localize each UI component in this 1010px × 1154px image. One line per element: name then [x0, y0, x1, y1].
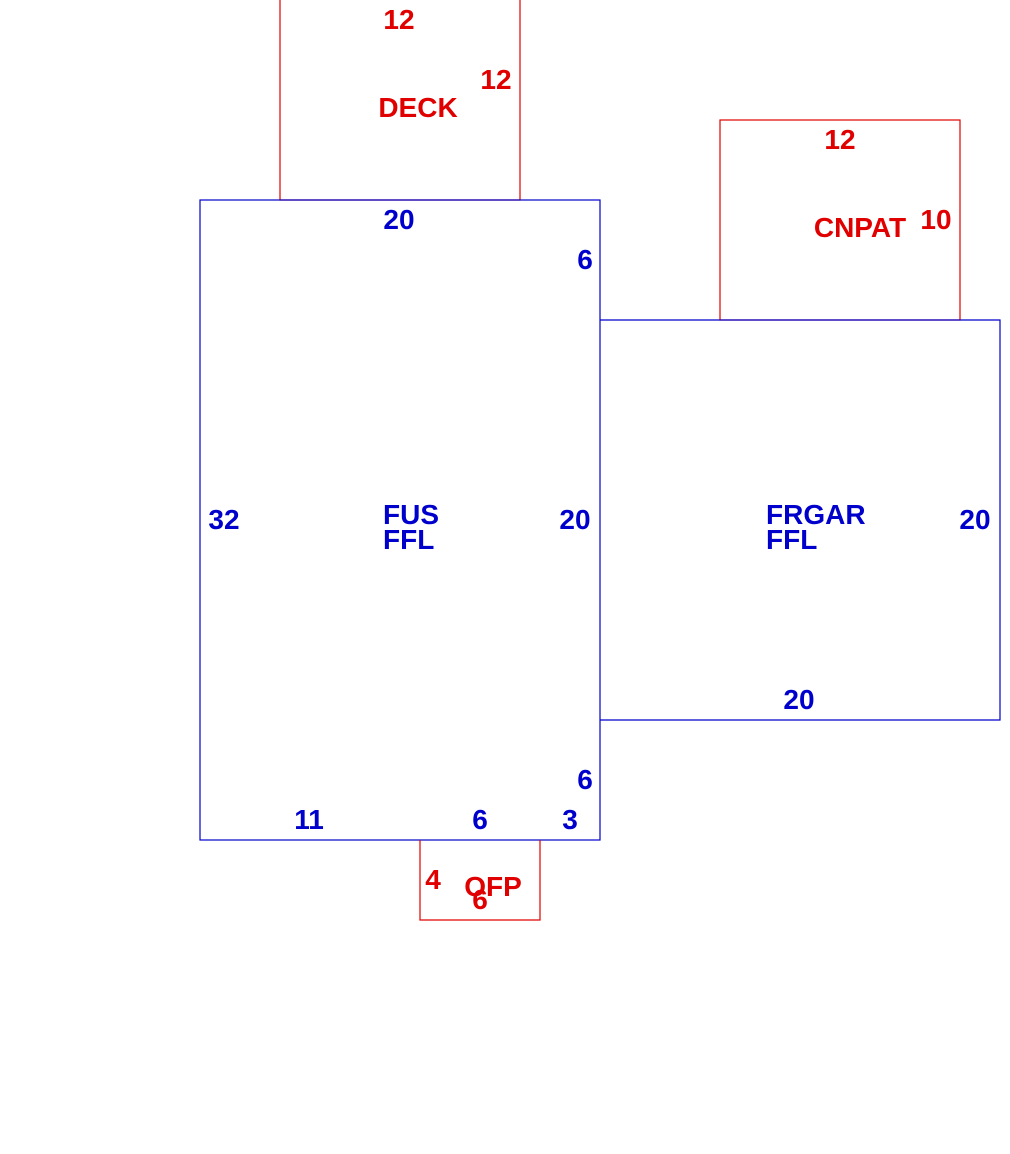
cnpat-dimension-side: 10 [920, 204, 951, 235]
fus-dimension-left: 32 [208, 504, 239, 535]
frgar-ffl-label: FFL [766, 524, 817, 555]
fus-dimension-bottom-left: 11 [294, 804, 324, 835]
fus-dimension-bottom-right: 3 [562, 804, 578, 835]
fus-dimension-right-upper: 6 [577, 244, 593, 275]
deck-dimension-side: 12 [480, 64, 511, 95]
deck-label: DECK [378, 92, 457, 123]
fus-label: FUS [383, 499, 439, 530]
ofp-dimension-bottom: 6 [472, 884, 488, 915]
fus-dimension-right: 20 [559, 504, 590, 535]
fus-dimension-right-lower: 6 [577, 764, 593, 795]
cnpat-label: CNPAT [814, 212, 906, 243]
ofp-label: OFP [464, 871, 522, 902]
frgar-dimension-right: 20 [959, 504, 990, 535]
frgar-section: FRGAR FFL 20 20 [600, 319, 1001, 721]
cnpat-dimension-top: 12 [824, 124, 855, 155]
fus-ffl-label: FFL [383, 524, 434, 555]
ofp-outline [419, 840, 541, 921]
deck-dimension-top: 12 [383, 4, 414, 35]
frgar-outline [600, 319, 1001, 721]
fus-dimension-top: 20 [383, 204, 414, 235]
fus-section: 20 6 32 20 FUS FFL 6 11 6 3 [199, 199, 601, 841]
ofp-section: 4 OFP 6 [419, 840, 541, 921]
ofp-dimension-side: 4 [425, 864, 441, 895]
fus-dimension-bottom-mid: 6 [472, 804, 488, 835]
fus-outline [199, 199, 601, 841]
frgar-label: FRGAR [766, 499, 866, 530]
frgar-dimension-bottom: 20 [783, 684, 814, 715]
deck-section: 12 12 DECK [279, 0, 521, 201]
